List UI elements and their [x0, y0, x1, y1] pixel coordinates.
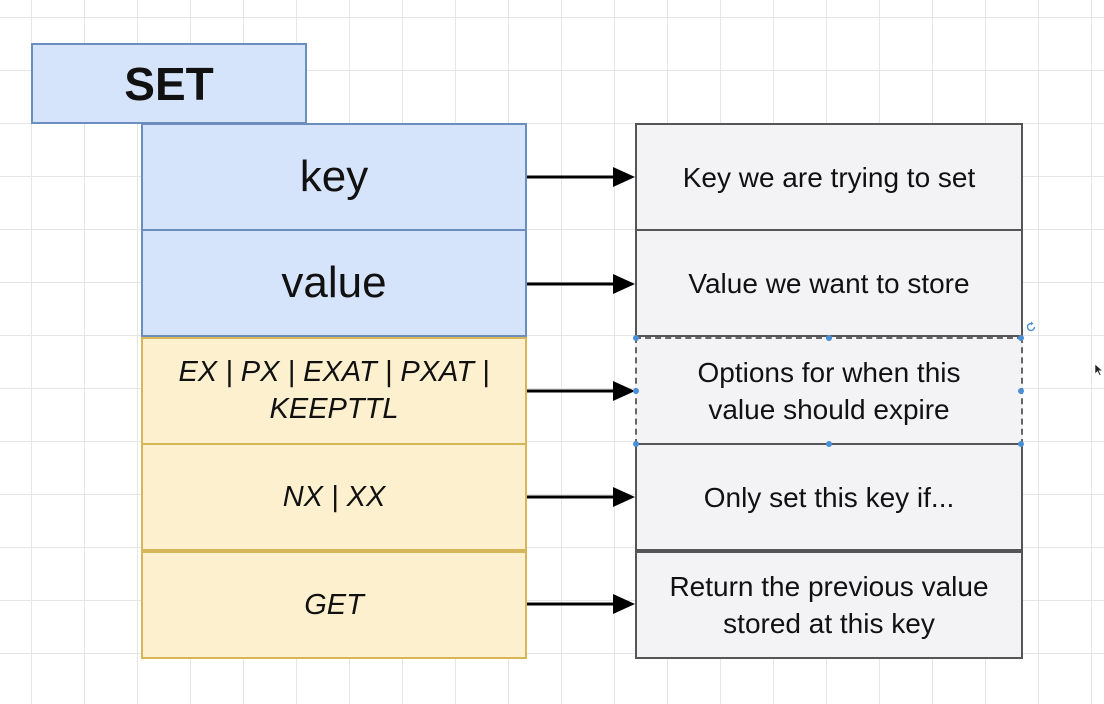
selection-handle-top-right[interactable] — [1018, 335, 1024, 341]
desc-text-value: Value we want to store — [688, 267, 970, 299]
arg-box-nx-xx[interactable]: NX | XX — [141, 443, 527, 551]
arrow-key[interactable] — [527, 167, 635, 187]
rotate-handle-icon[interactable] — [1025, 321, 1037, 333]
arrow-value[interactable] — [527, 274, 635, 294]
command-title-box[interactable]: SET — [31, 43, 307, 124]
arg-box-key[interactable]: key — [141, 123, 527, 231]
arrow-expiry-options[interactable] — [527, 381, 635, 401]
desc-box-value[interactable]: Value we want to store — [635, 229, 1023, 337]
selection-handle-bottom[interactable] — [826, 441, 832, 447]
arg-label-key: key — [299, 152, 369, 201]
selection-handle-left[interactable] — [633, 388, 639, 394]
arg-label-value: value — [281, 258, 387, 307]
desc-text-key: Key we are trying to set — [682, 161, 976, 193]
desc-text-expiry-options: Options for when this value should expir… — [697, 357, 961, 425]
selection-handle-bottom-left[interactable] — [633, 441, 639, 447]
desc-box-expiry-options[interactable]: Options for when this value should expir… — [635, 337, 1023, 445]
arrow-nx-xx[interactable] — [527, 487, 635, 507]
selection-handle-right[interactable] — [1018, 388, 1024, 394]
arg-box-value[interactable]: value — [141, 229, 527, 337]
mouse-pointer-icon — [1094, 363, 1104, 376]
selection-handle-top[interactable] — [826, 335, 832, 341]
selection-handle-top-left[interactable] — [633, 335, 639, 341]
arg-label-expiry-options: EX | PX | EXAT | PXAT | KEEPTTL — [178, 356, 490, 425]
desc-box-get[interactable]: Return the previous value stored at this… — [635, 551, 1023, 659]
desc-box-key[interactable]: Key we are trying to set — [635, 123, 1023, 231]
desc-text-get: Return the previous value stored at this… — [669, 571, 989, 639]
desc-box-nx-xx[interactable]: Only set this key if... — [635, 443, 1023, 551]
arg-box-expiry-options[interactable]: EX | PX | EXAT | PXAT | KEEPTTL — [141, 337, 527, 445]
selection-handle-bottom-right[interactable] — [1018, 441, 1024, 447]
arg-label-get: GET — [304, 588, 364, 621]
arrow-get[interactable] — [527, 594, 635, 614]
arg-box-get[interactable]: GET — [141, 551, 527, 659]
arg-label-nx-xx: NX | XX — [282, 480, 386, 513]
command-title: SET — [124, 57, 214, 110]
desc-text-nx-xx: Only set this key if... — [703, 481, 955, 513]
